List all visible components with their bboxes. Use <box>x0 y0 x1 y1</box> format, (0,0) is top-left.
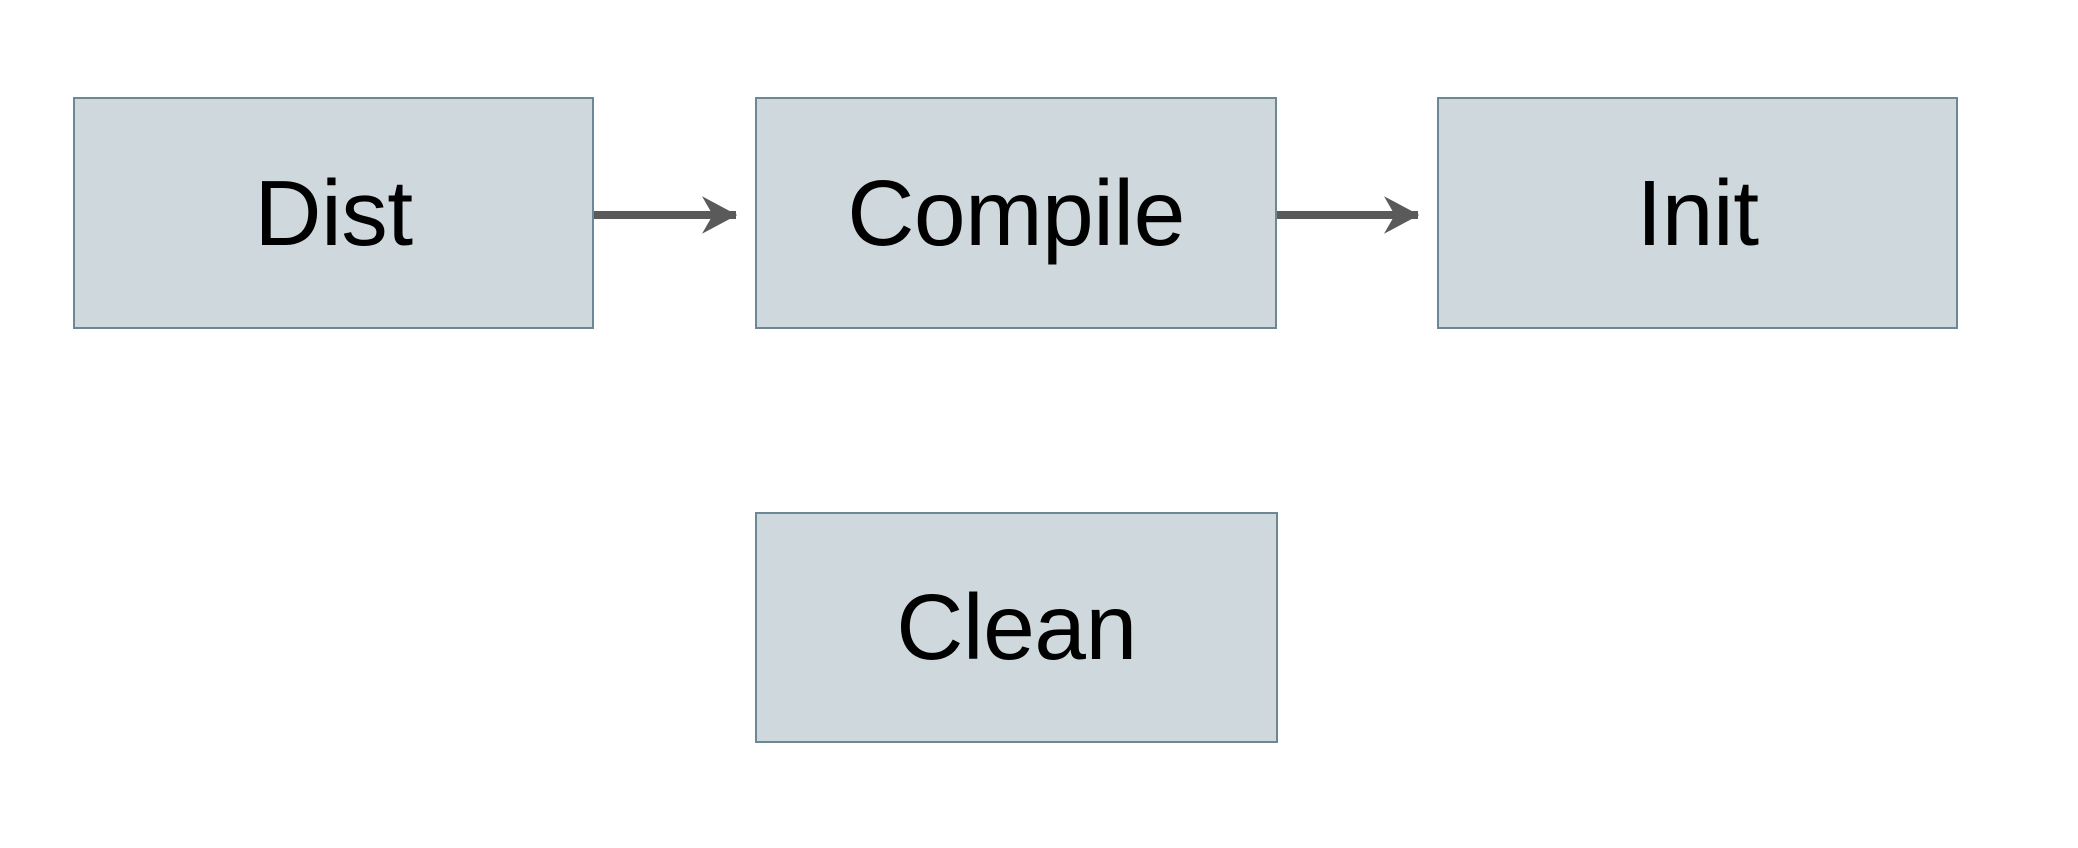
node-dist[interactable]: Dist <box>73 97 594 329</box>
node-init[interactable]: Init <box>1437 97 1958 329</box>
node-init-label: Init <box>1636 160 1759 265</box>
node-clean-label: Clean <box>896 575 1137 679</box>
node-compile-label: Compile <box>847 160 1185 265</box>
node-clean[interactable]: Clean <box>755 512 1278 743</box>
node-dist-label: Dist <box>254 160 413 265</box>
node-compile[interactable]: Compile <box>755 97 1277 329</box>
